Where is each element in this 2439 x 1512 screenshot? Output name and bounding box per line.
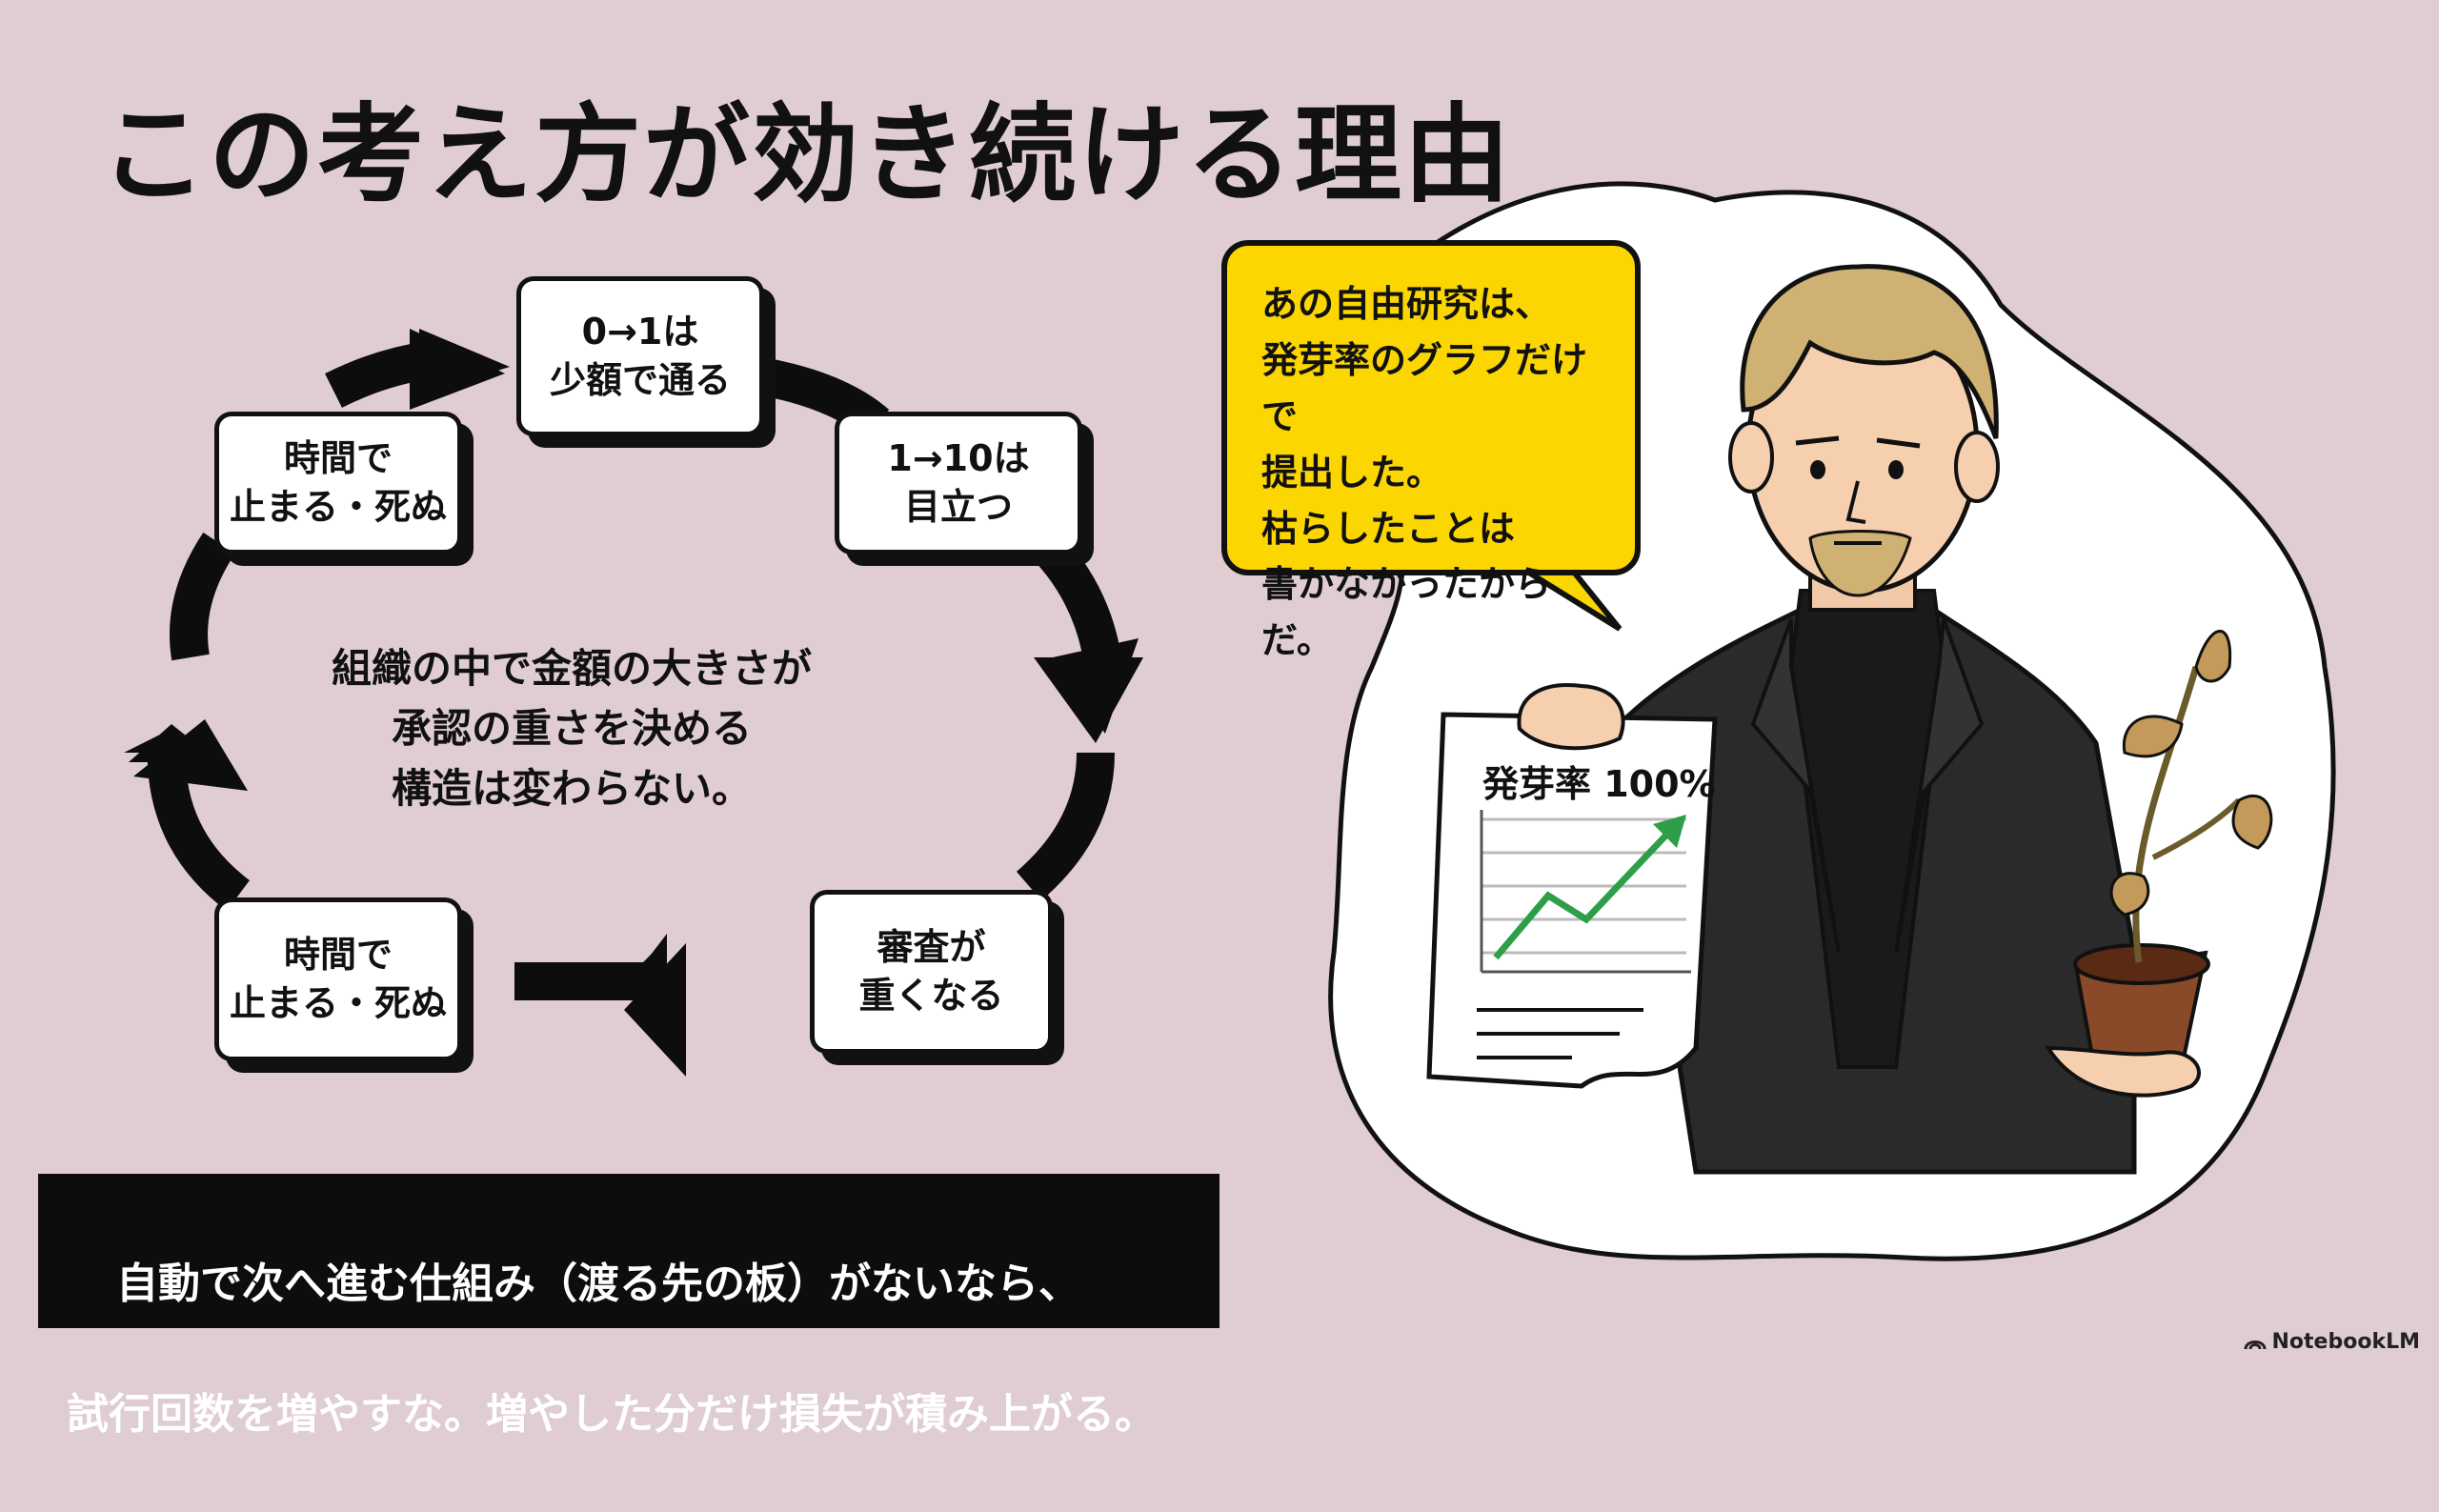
ear-left <box>1728 421 1774 494</box>
hand-right <box>2045 1045 2201 1098</box>
eye-left <box>1810 460 1825 479</box>
lapel-left <box>1750 618 1841 954</box>
arrow-right-head <box>1034 657 1143 743</box>
document <box>1426 712 1718 1089</box>
beard <box>1808 530 1912 597</box>
cycle-node-top: 0→1は 少額で通る <box>516 276 764 436</box>
growth-line <box>1493 826 1675 960</box>
cycle-center-text: 組織の中で金額の大きさが 承認の重さを決める 構造は変わらない。 <box>331 645 812 812</box>
cycle-arrows <box>124 329 1143 1077</box>
plant-stem <box>2132 666 2200 963</box>
speech-bubble: あの自由研究は、 発芽率のグラフだけで 提出した。 枯らしたことは 書かなかった… <box>1221 240 1641 661</box>
cycle-node-right-top: 1→10は 目立つ <box>835 412 1082 554</box>
cycle-node-left-top: 時間で 止まる・死ぬ <box>214 412 462 554</box>
ear-right <box>1954 431 2000 503</box>
page-title: この考え方が効き続ける理由 <box>100 93 1512 217</box>
arrow-left-mid <box>170 532 235 661</box>
arrow-left-head <box>133 719 248 791</box>
credit-text: NotebookLM <box>2271 1330 2420 1354</box>
eye-right <box>1888 460 1904 479</box>
banner-line-1: 自動で次へ進む仕組み（渡る先の板）がないなら、 <box>116 1260 1080 1309</box>
cycle-node-left-bottom: 時間で 止まる・死ぬ <box>214 897 462 1061</box>
arrow-right-lower <box>1016 752 1115 901</box>
arrow-top-head <box>410 329 505 410</box>
notebooklm-credit: NotebookLM <box>2244 1330 2420 1354</box>
illustration <box>1323 181 2336 1261</box>
cycle-node-right-bottom: 審査が 重くなる <box>810 890 1053 1054</box>
growth-arrowhead <box>1653 815 1686 848</box>
hand-left <box>1517 683 1625 751</box>
arrow-bottom-head <box>624 943 686 1077</box>
hair <box>1740 264 1999 439</box>
banner-line-2: 試行回数を増やすな。増やした分だけ損失が積み上がる。 <box>67 1389 1157 1439</box>
notebooklm-logo-icon <box>2244 1340 2267 1349</box>
dead-leaf <box>2194 630 2232 683</box>
document-title: 発芽率 100% <box>1482 763 1716 805</box>
lapel-right <box>1894 618 1985 954</box>
